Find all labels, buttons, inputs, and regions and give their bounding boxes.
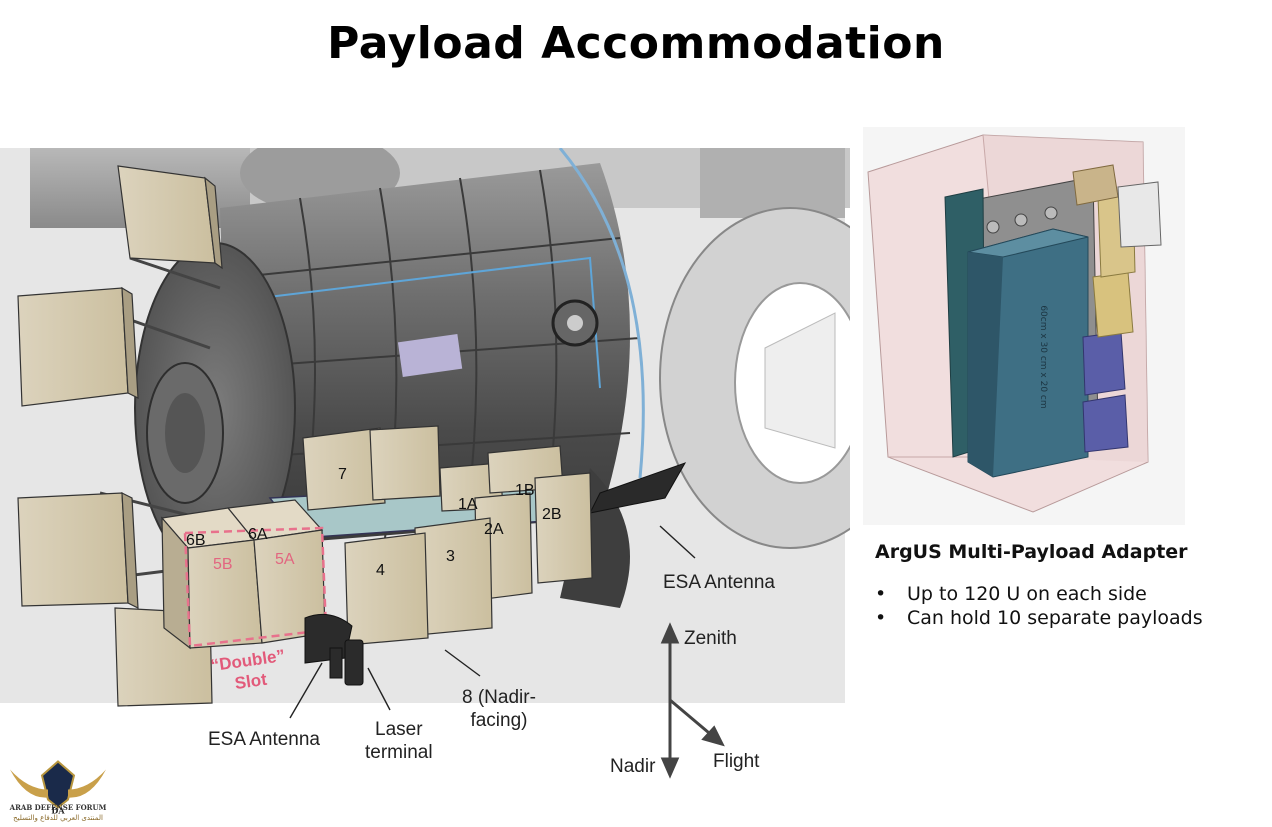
nadir-facing-label: 8 (Nadir- facing) (462, 687, 536, 731)
slot-label-2a: 2A (484, 521, 504, 538)
columbus-module-diagram (0, 148, 850, 788)
slot-label-1b: 1B (515, 482, 535, 499)
arab-defense-forum-logo: DA (10, 760, 106, 816)
slot-label-6a: 6A (248, 526, 268, 543)
slot-label-7: 7 (338, 466, 347, 483)
esa-antenna-label-right: ESA Antenna (663, 572, 775, 593)
zenith-label: Zenith (684, 628, 737, 649)
flight-label: Flight (713, 751, 760, 772)
laser-terminal-label: Laser terminal (365, 719, 433, 763)
adapter-heading: ArgUS Multi-Payload Adapter (875, 541, 1188, 563)
adapter-bullet-item: Up to 120 U on each side (875, 582, 1203, 606)
adapter-bullet-list: Up to 120 U on each side Can hold 10 sep… (875, 582, 1203, 630)
slot-label-5a: 5A (275, 551, 295, 568)
argus-adapter-render: 60cm x 30 cm x 20 cm (863, 127, 1185, 525)
logo-text-english: ARAB DEFENSE FORUM (9, 803, 107, 812)
adapter-box-text: 60cm x 30 cm x 20 cm (1038, 305, 1048, 408)
svg-text:DA: DA (51, 806, 65, 816)
slot-label-6b: 6B (186, 532, 206, 549)
slot-label-1a: 1A (458, 496, 478, 513)
slot-label-3: 3 (446, 548, 455, 565)
esa-antenna-label-left: ESA Antenna (208, 729, 320, 750)
logo-text-arabic: المنتدى العربي للدفاع والتسليح (13, 814, 103, 822)
slide-title: Payload Accommodation (327, 18, 945, 69)
slot-label-2b: 2B (542, 506, 562, 523)
adapter-bullet-item: Can hold 10 separate payloads (875, 606, 1203, 630)
slot-label-4: 4 (376, 562, 385, 579)
slot-label-5b: 5B (213, 556, 233, 573)
nadir-label: Nadir (610, 756, 656, 777)
